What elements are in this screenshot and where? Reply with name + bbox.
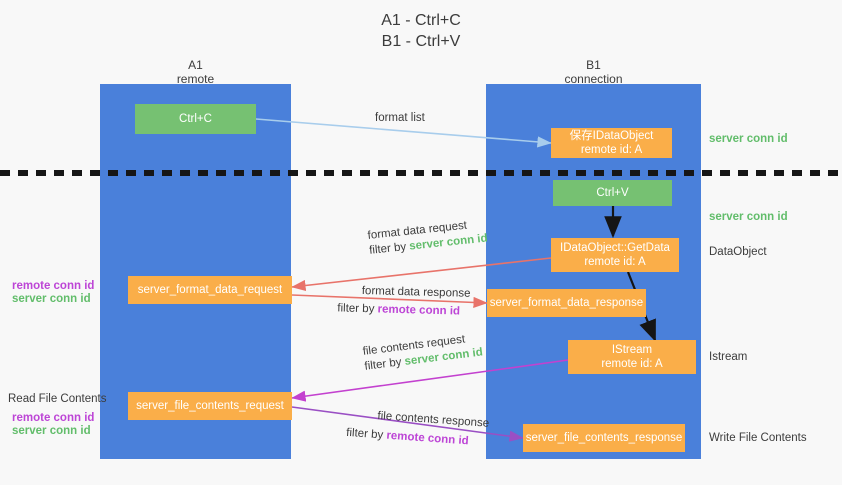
right-label-server-conn-id-2: server conn id (709, 211, 788, 223)
left-label-read-file-contents: Read File Contents (8, 393, 107, 405)
edge-label-format-data-response-value: remote conn id (377, 303, 461, 318)
edge-label-format-data-request-prefix: filter by (368, 240, 410, 257)
left-label-server-conn-id-1: server conn id (12, 293, 91, 305)
node-ctrl-v-label: Ctrl+V (596, 187, 629, 199)
edge-label-file-contents-request-prefix: filter by (363, 355, 406, 373)
arrow-file-contents-request (291, 359, 569, 402)
node-server-format-data-request-label: server_format_data_request (137, 284, 283, 296)
node-server-format-data-response[interactable]: server_format_data_response (487, 289, 646, 317)
node-ctrl-v[interactable]: Ctrl+V (553, 180, 672, 206)
edge-label-format-data-response-line1: format data response (361, 284, 471, 300)
edge-label-format-list-text: format list (375, 112, 425, 124)
edge-label-format-list: format list (375, 111, 425, 126)
node-server-file-contents-response-label: server_file_contents_response (525, 432, 683, 444)
node-server-format-data-response-label: server_format_data_response (489, 297, 644, 309)
phase-separator-dashed-line (0, 170, 842, 176)
right-label-write-file-contents: Write File Contents (709, 432, 807, 444)
left-label-remote-conn-id-1: remote conn id (12, 280, 95, 292)
node-save-idataobject-label: 保存IDataObject (569, 130, 654, 142)
column-b1-name: B1 (586, 58, 601, 72)
column-a1-name: A1 (188, 58, 203, 72)
node-server-file-contents-request[interactable]: server_file_contents_request (128, 392, 292, 420)
left-label-server-conn-id-2: server conn id (12, 425, 91, 437)
node-istream[interactable]: IStream remote id: A (568, 340, 696, 374)
page-title: A1 - Ctrl+C B1 - Ctrl+V (0, 10, 842, 52)
edge-label-format-data-response: format data response filter by remote co… (337, 284, 471, 320)
edge-label-file-contents-response-prefix: filter by (345, 426, 387, 442)
node-idataobject-getdata-sub: remote id: A (584, 256, 646, 268)
column-header-b1: B1 connection (486, 58, 701, 86)
node-server-file-contents-response[interactable]: server_file_contents_response (523, 424, 685, 452)
arrow-file-contents-response (291, 406, 524, 442)
arrow-format-data-response (291, 294, 488, 309)
title-line-2: B1 - Ctrl+V (381, 33, 461, 50)
right-label-istream: Istream (709, 351, 748, 363)
column-header-a1: A1 remote (100, 58, 291, 86)
arrow-format-list (255, 118, 552, 148)
node-save-idataobject-sub: remote id: A (580, 144, 643, 156)
arrow-format-data-request (291, 257, 552, 292)
node-server-format-data-request[interactable]: server_format_data_request (128, 276, 292, 304)
title-line-1: A1 - Ctrl+C (381, 12, 461, 29)
node-istream-label: IStream (611, 344, 653, 356)
right-label-server-conn-id-1: server conn id (709, 133, 788, 145)
node-save-idataobject[interactable]: 保存IDataObject remote id: A (551, 128, 672, 158)
node-ctrl-c-label: Ctrl+C (179, 113, 212, 125)
node-ctrl-c[interactable]: Ctrl+C (135, 104, 256, 134)
node-idataobject-getdata[interactable]: IDataObject::GetData remote id: A (551, 238, 679, 272)
right-label-dataobject: DataObject (709, 246, 767, 258)
left-label-remote-conn-id-2: remote conn id (12, 412, 95, 424)
node-istream-sub: remote id: A (601, 358, 663, 370)
node-idataobject-getdata-label: IDataObject::GetData (560, 242, 670, 254)
edge-label-format-data-response-prefix: filter by (337, 302, 378, 316)
column-b1-sub: connection (564, 72, 623, 86)
column-a1-sub: remote (176, 72, 215, 86)
node-server-file-contents-request-label: server_file_contents_request (136, 400, 284, 412)
